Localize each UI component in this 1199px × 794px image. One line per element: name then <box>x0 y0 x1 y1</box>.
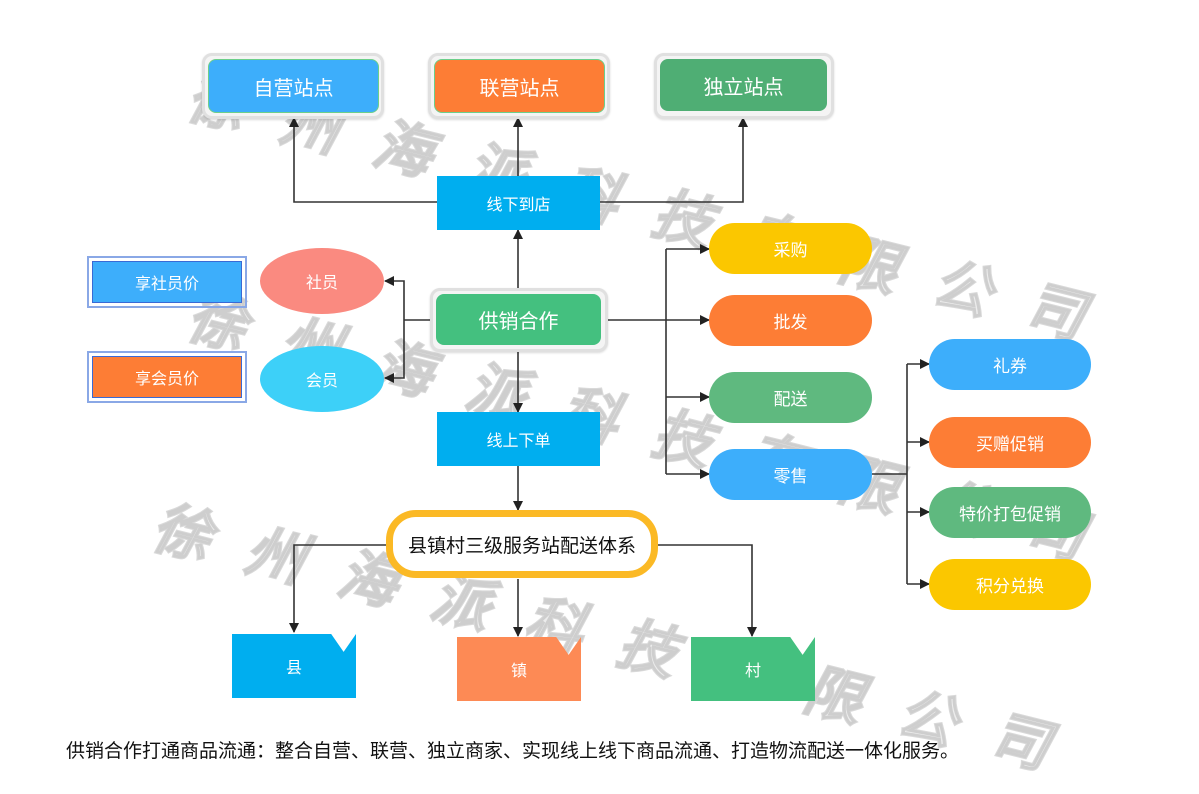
vip-price-label: 享会员价 <box>92 356 242 398</box>
sheyuan-node: 社员 <box>260 248 384 314</box>
channel-pifa: 批发 <box>709 295 872 346</box>
offline-store-node: 线下到店 <box>437 176 600 230</box>
channel-lingshou: 零售 <box>709 449 872 500</box>
vip-price-box: 享会员价 <box>87 351 247 403</box>
edge-offline-to-self <box>289 117 437 203</box>
self-run-site-node: 自营站点 <box>208 59 379 113</box>
promo-tejia: 特价打包促销 <box>929 487 1091 538</box>
member-price-box: 享社员价 <box>87 256 247 308</box>
independent-site-node: 独立站点 <box>660 59 827 111</box>
supply-cooperation-node: 供销合作 <box>436 294 601 345</box>
edge-to-sheyuan <box>384 276 405 320</box>
joint-site-node: 联营站点 <box>434 59 605 113</box>
promo-jifen: 积分兑换 <box>929 559 1091 610</box>
tier-xian: 县 <box>232 634 356 698</box>
tier-cun: 村 <box>691 637 815 701</box>
online-order-node: 线上下单 <box>437 412 600 466</box>
edge-to-xian <box>289 544 386 633</box>
edge-offline-to-independent <box>600 117 748 203</box>
huiyuan-node: 会员 <box>260 346 384 412</box>
edge-to-huiyuan <box>384 320 405 383</box>
tier-zhen: 镇 <box>457 637 581 701</box>
edge-to-cun <box>658 544 757 637</box>
member-price-label: 享社员价 <box>92 261 242 303</box>
promo-maizeng: 买赠促销 <box>929 417 1091 468</box>
channel-caigou: 采购 <box>709 223 872 274</box>
channel-peisong: 配送 <box>709 372 872 423</box>
promo-liquan: 礼券 <box>929 339 1091 390</box>
delivery-system-node: 县镇村三级服务站配送体系 <box>386 510 658 578</box>
caption: 供销合作打通商品流通：整合自营、联营、独立商家、实现线上线下商品流通、打造物流配… <box>66 740 960 762</box>
